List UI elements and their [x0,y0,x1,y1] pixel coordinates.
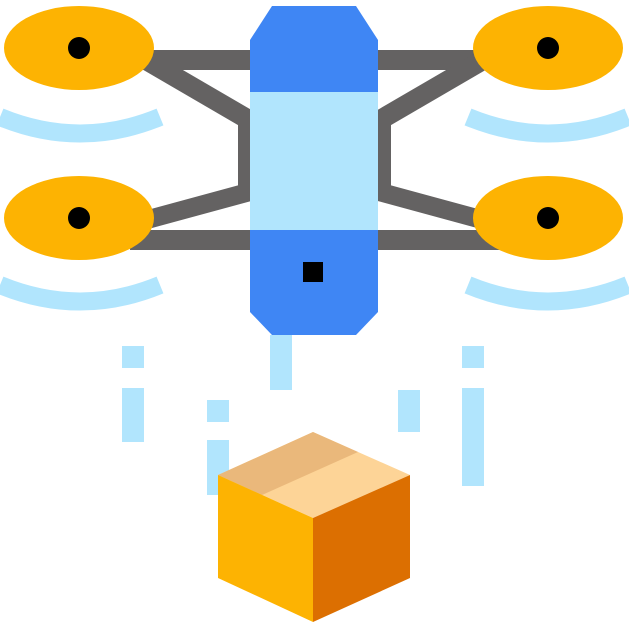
box-front-right [313,475,410,622]
drop-stripe [122,388,144,442]
arm-left-vertical [238,112,252,200]
propeller-icon [4,6,154,90]
drone-body-icon [250,6,378,335]
drop-stripe [462,388,484,486]
body-bottom [250,230,378,335]
propeller-icon [473,176,623,260]
propeller-icon [4,176,154,260]
drone-frame [130,50,500,250]
drop-stripe [207,400,229,422]
arm-bottom-right-diagonal [374,184,489,228]
propeller-icon [473,6,623,90]
package-box-icon [218,432,410,622]
body-sensor [303,262,323,282]
air-waves [0,108,629,311]
propeller-hub [68,37,90,59]
box-top-left-tape [218,432,358,495]
air-wave-bottom-right [464,276,629,311]
air-wave-bottom-left [0,276,164,311]
drop-stripe [398,390,420,432]
air-wave-top-right [464,108,629,143]
drop-stripe [122,346,144,368]
propeller-hub [68,207,90,229]
arm-top-left-diagonal [140,52,255,128]
drop-stripes [122,335,484,495]
body-top [250,6,378,92]
arm-bottom-left-diagonal [140,184,255,228]
box-front-left [218,475,313,622]
arm-top-right-diagonal [374,52,489,128]
propellers [4,6,623,260]
body-middle [250,92,378,230]
propeller-hub [537,207,559,229]
propeller-hub [537,37,559,59]
drop-stripe [462,346,484,368]
arm-right-vertical [377,112,391,200]
drop-stripe [270,335,292,390]
air-wave-top-left [0,108,164,143]
